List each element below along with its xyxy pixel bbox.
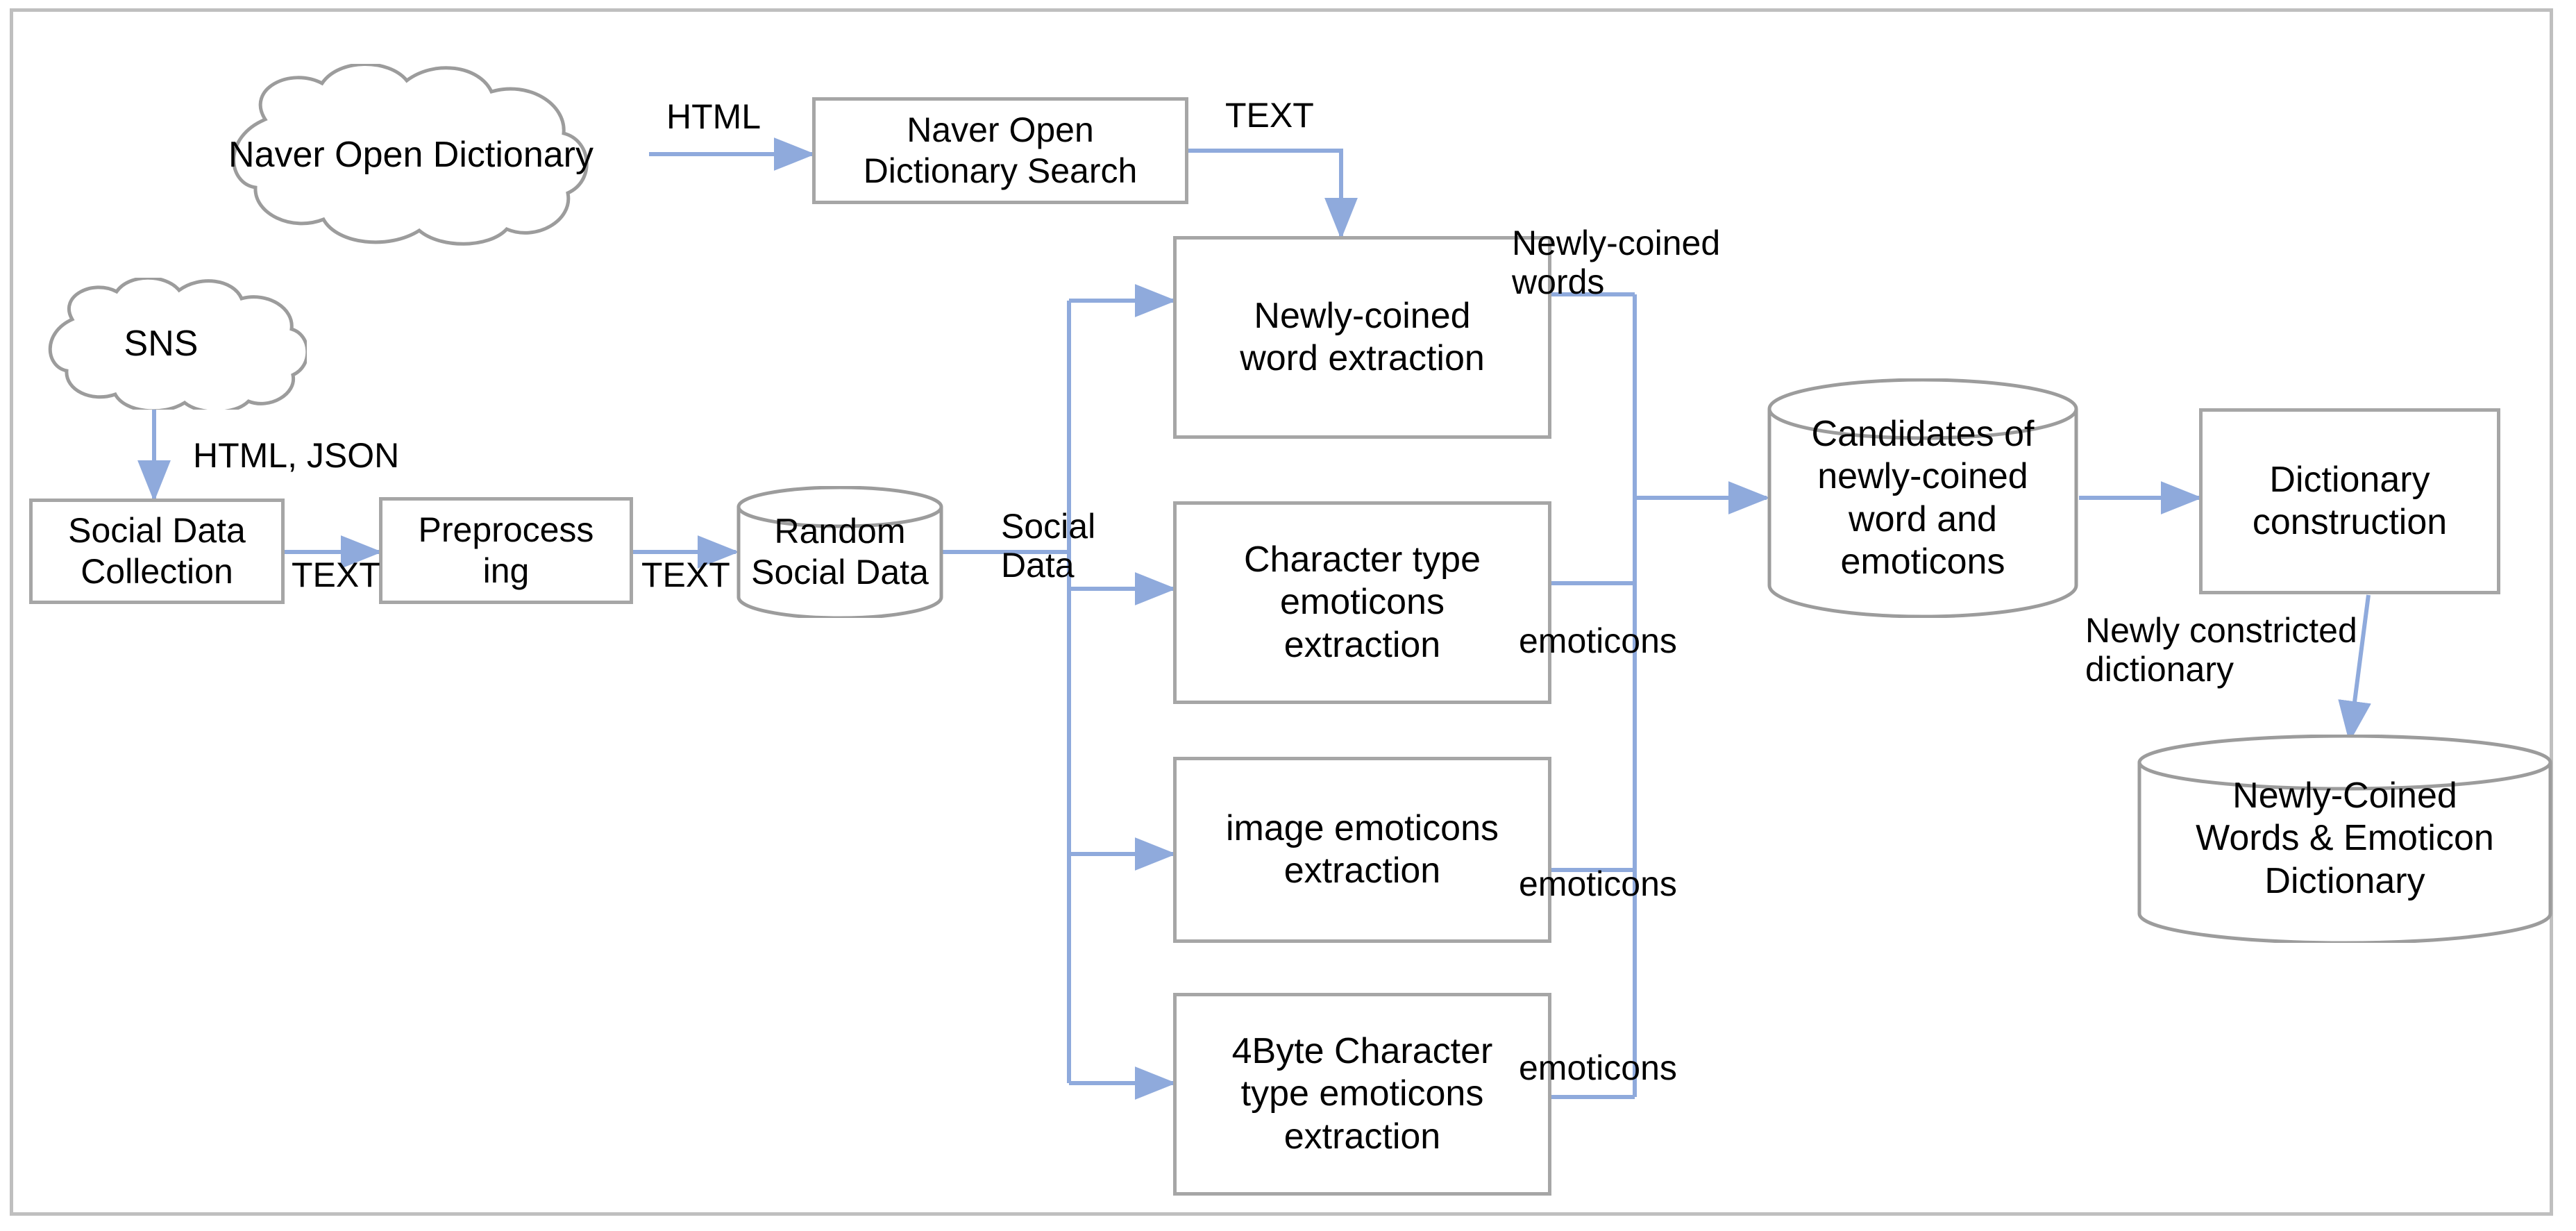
image-emoticons-extraction-box[interactable]: image emoticons extraction [1173,757,1551,943]
text-label-collection: TEXT [292,555,380,594]
preprocessing-label: Preprocess ing [418,510,594,590]
emoticons-label-2: emoticons [1519,864,1677,903]
naver-open-dictionary-search-label: Naver Open Dictionary Search [863,110,1138,190]
social-data-collection-box[interactable]: Social Data Collection [29,499,285,604]
random-social-data-store[interactable]: Random Social Data [736,486,944,618]
candidates-store[interactable]: Candidates of newly-coined word and emot… [1767,378,2079,618]
character-type-emoticons-extraction-box[interactable]: Character type emoticons extraction [1173,501,1551,704]
social-data-label: Social Data [1001,507,1096,585]
cloud-shape [48,278,307,410]
social-data-collection-label: Social Data Collection [68,511,246,591]
fourbyte-character-type-emoticons-extraction-box[interactable]: 4Byte Character type emoticons extractio… [1173,993,1551,1196]
character-type-emoticons-extraction-label: Character type emoticons extraction [1243,539,1481,665]
sns-cloud-label: SNS [124,323,199,364]
fourbyte-character-type-emoticons-extraction-label: 4Byte Character type emoticons extractio… [1231,1030,1493,1157]
random-social-data-label: Random Social Data [751,512,929,592]
text-label-naver: TEXT [1225,96,1314,135]
candidates-label: Candidates of newly-coined word and emot… [1811,413,2035,582]
dictionary-construction-label: Dictionary construction [2252,459,2448,542]
newly-coined-word-extraction-box[interactable]: Newly-coined word extraction [1173,236,1551,439]
text-label-preprocessing: TEXT [641,555,730,594]
html-json-label: HTML, JSON [193,436,400,475]
naver-open-dictionary-search-box[interactable]: Naver Open Dictionary Search [812,97,1188,204]
cylinder-shape [1767,378,2078,618]
naver-open-dictionary-cloud-label: Naver Open Dictionary [228,134,594,175]
preprocessing-box[interactable]: Preprocess ing [379,497,633,604]
cylinder-shape [736,486,943,618]
image-emoticons-extraction-label: image emoticons extraction [1225,807,1499,891]
sns-cloud: SNS [15,278,307,410]
emoticons-label-3: emoticons [1519,1048,1677,1087]
newly-coined-words-label: Newly-coined words [1512,224,1721,301]
emoticons-label-1: emoticons [1519,621,1677,660]
dictionary-construction-box[interactable]: Dictionary construction [2199,408,2500,594]
html-label: HTML [666,97,761,136]
cloud-shape [232,64,589,246]
newly-constricted-dictionary-label: Newly constricted dictionary [2085,611,2357,689]
newly-coined-word-extraction-label: Newly-coined word extraction [1240,295,1485,378]
newly-coined-dictionary-store[interactable]: Newly-Coined Words & Emoticon Dictionary [2137,735,2553,943]
naver-open-dictionary-cloud: Naver Open Dictionary [168,64,654,246]
cylinder-shape [2137,735,2552,943]
newly-coined-dictionary-label: Newly-Coined Words & Emoticon Dictionary [2196,775,2494,901]
